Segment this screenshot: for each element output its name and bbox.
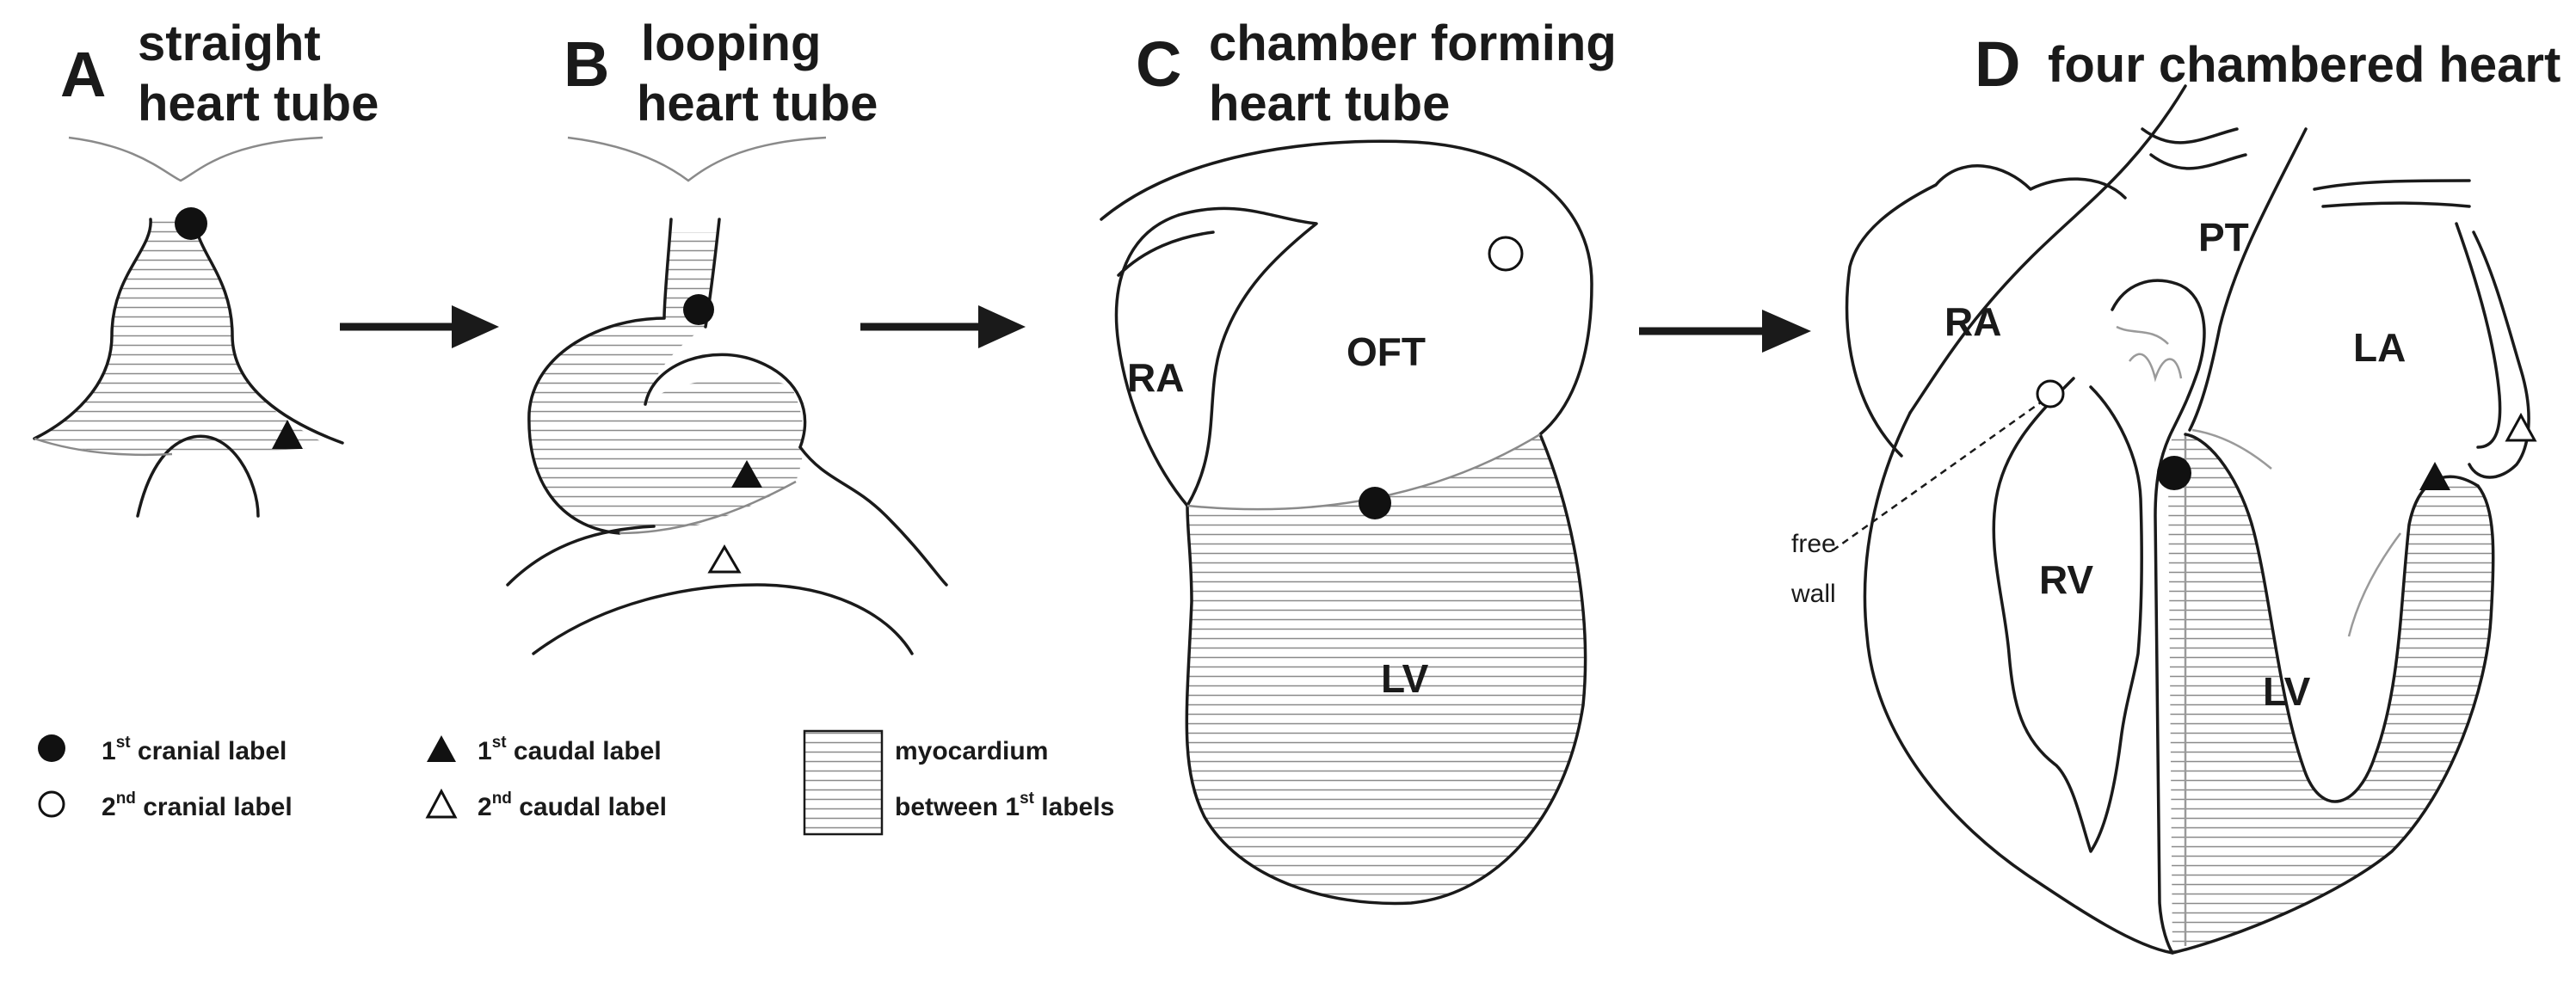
first-cranial-label-marker-b [683, 294, 714, 325]
panel-b: B looping heart tube [506, 15, 948, 655]
label-d-free-line1: free [1791, 530, 1836, 558]
first-cranial-label-marker-c [1359, 487, 1391, 519]
first-cranial-label-marker-a [175, 207, 207, 240]
panel-d-lv-hatch [2168, 433, 2493, 953]
open-triangle-icon [425, 788, 458, 819]
free-wall-pointer [1832, 390, 2057, 552]
arrow-b-to-c [860, 305, 1026, 348]
legend-first-cranial: 1st cranial label [38, 734, 287, 765]
arrow-a-to-b [340, 305, 499, 348]
panel-b-letter: B [564, 28, 609, 100]
legend-myocardium: myocardium between 1st labels [803, 729, 1114, 836]
panel-c-letter: C [1136, 28, 1181, 100]
second-cranial-label-marker-c [1488, 236, 1524, 272]
legend-myocardium-line1: myocardium [895, 737, 1048, 765]
panel-a-ectoderm-line [68, 136, 324, 182]
legend-first-cranial-text: 1st cranial label [102, 734, 287, 765]
legend-second-cranial: 2nd cranial label [38, 789, 293, 821]
open-circle-icon [38, 790, 65, 818]
panel-b-myocardium-hatch [528, 232, 804, 534]
first-caudal-label-marker-b [731, 460, 762, 488]
legend-myocardium-line2: between 1st labels [895, 789, 1114, 821]
label-c-ra: RA [1127, 355, 1184, 400]
legend-first-caudal: 1st caudal label [427, 734, 662, 765]
filled-circle-icon [38, 734, 65, 762]
label-c-oft: OFT [1347, 329, 1426, 374]
hatched-swatch-icon [803, 729, 884, 836]
panel-b-ectoderm-line [567, 136, 827, 182]
panel-a-title-line2: heart tube [138, 76, 379, 132]
legend-second-cranial-text: 2nd cranial label [102, 789, 293, 821]
filled-triangle-icon [427, 735, 456, 762]
label-d-free-line2: wall [1790, 580, 1836, 608]
panel-d-title-line1: four chambered heart [2048, 37, 2561, 93]
label-d-ra: RA [1944, 299, 2001, 344]
panel-d-letter: D [1975, 28, 2020, 100]
panel-d-heart-outline [1845, 84, 2530, 955]
panel-a-heart-tube-outline [33, 218, 344, 518]
arrow-c-to-d [1639, 310, 1811, 353]
first-caudal-label-marker-a [272, 420, 303, 449]
panel-c-title-line1: chamber forming [1209, 15, 1617, 71]
panel-a-title-line1: straight [138, 15, 321, 71]
panel-c: C chamber forming heart tube RA OFT LV [1100, 15, 1617, 906]
label-c-lv: LV [1381, 656, 1429, 701]
legend-second-caudal: 2nd caudal label [425, 788, 667, 821]
panel-d: D four chambered heart [1790, 28, 2561, 955]
panel-b-title-line2: heart tube [637, 76, 878, 132]
panel-a-letter: A [60, 39, 106, 110]
label-d-pt: PT [2198, 215, 2249, 260]
panel-c-heart-outline [1100, 139, 1593, 906]
legend: 1st cranial label 2nd cranial label 1st … [38, 729, 1114, 836]
panel-a: A straight heart tube [33, 15, 379, 518]
label-d-la: LA [2353, 325, 2406, 370]
first-caudal-label-marker-d [2419, 462, 2450, 490]
legend-second-caudal-text: 2nd caudal label [478, 789, 667, 821]
first-cranial-label-marker-d [2157, 456, 2191, 490]
panel-a-myocardium-hatch [34, 219, 331, 454]
label-d-rv: RV [2039, 557, 2093, 602]
legend-first-caudal-text: 1st caudal label [478, 734, 662, 765]
panel-c-lv-hatch [1186, 434, 1586, 904]
panel-c-title-line2: heart tube [1209, 76, 1450, 132]
second-caudal-label-marker-d [2505, 412, 2537, 442]
second-caudal-label-marker-b [707, 544, 742, 574]
panel-b-title-line1: looping [641, 15, 821, 71]
second-cranial-label-marker-d [2036, 379, 2065, 409]
label-d-lv: LV [2263, 669, 2311, 714]
